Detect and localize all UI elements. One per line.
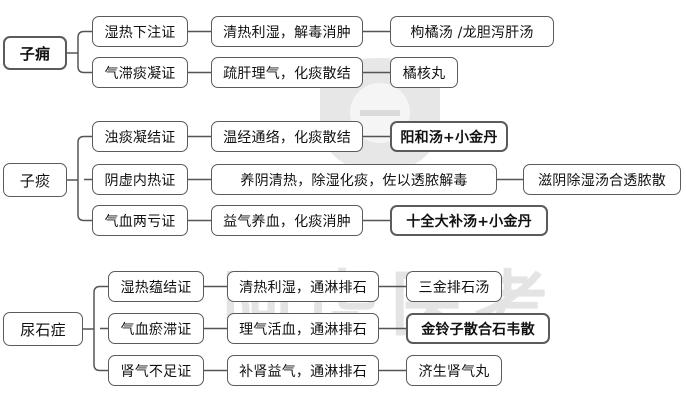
treatment-node: 疏肝理气，化痰散结	[211, 57, 363, 88]
formula-node: 阳和汤+小金丹	[390, 121, 508, 152]
formula-node: 三金排石汤	[406, 271, 502, 302]
syndrome-node: 湿热蕴结证	[108, 271, 204, 302]
formula-node: 金铃子散合石韦散	[406, 313, 550, 344]
treatment-node: 温经通络，化痰散结	[211, 121, 363, 152]
treatment-node: 益气养血，化痰消肿	[211, 205, 363, 236]
syndrome-node: 气血两亏证	[92, 205, 188, 236]
formula-node: 枸橘汤 /龙胆泻肝汤	[390, 16, 554, 47]
treatment-node: 清热利湿，通淋排石	[227, 271, 379, 302]
treatment-node: 养阴清热，除湿化痰，佐以透脓解毒	[211, 164, 497, 195]
disease-node: 子痈	[3, 36, 67, 70]
treatment-node: 清热利湿，解毒消肿	[211, 16, 363, 47]
connector-line	[77, 30, 85, 74]
treatment-node: 补肾益气，通淋排石	[227, 355, 379, 386]
connector-line	[93, 285, 101, 372]
disease-node: 尿石症	[3, 312, 83, 346]
formula-node: 十全大补汤+小金丹	[390, 205, 548, 236]
syndrome-node: 气滞痰凝证	[92, 57, 188, 88]
formula-node: 滋阴除湿汤合透脓散	[523, 164, 681, 195]
connector-line	[77, 135, 85, 222]
treatment-node: 理气活血，通淋排石	[227, 313, 379, 344]
disease-node: 子痰	[3, 163, 67, 197]
syndrome-node: 肾气不足证	[108, 355, 204, 386]
formula-node: 济生肾气丸	[406, 355, 502, 386]
syndrome-node: 湿热下注证	[92, 16, 188, 47]
syndrome-node: 浊痰凝结证	[92, 121, 188, 152]
syndrome-node: 阴虚内热证	[92, 164, 188, 195]
formula-node: 橘核丸	[390, 57, 458, 88]
syndrome-node: 气血瘀滞证	[108, 313, 204, 344]
